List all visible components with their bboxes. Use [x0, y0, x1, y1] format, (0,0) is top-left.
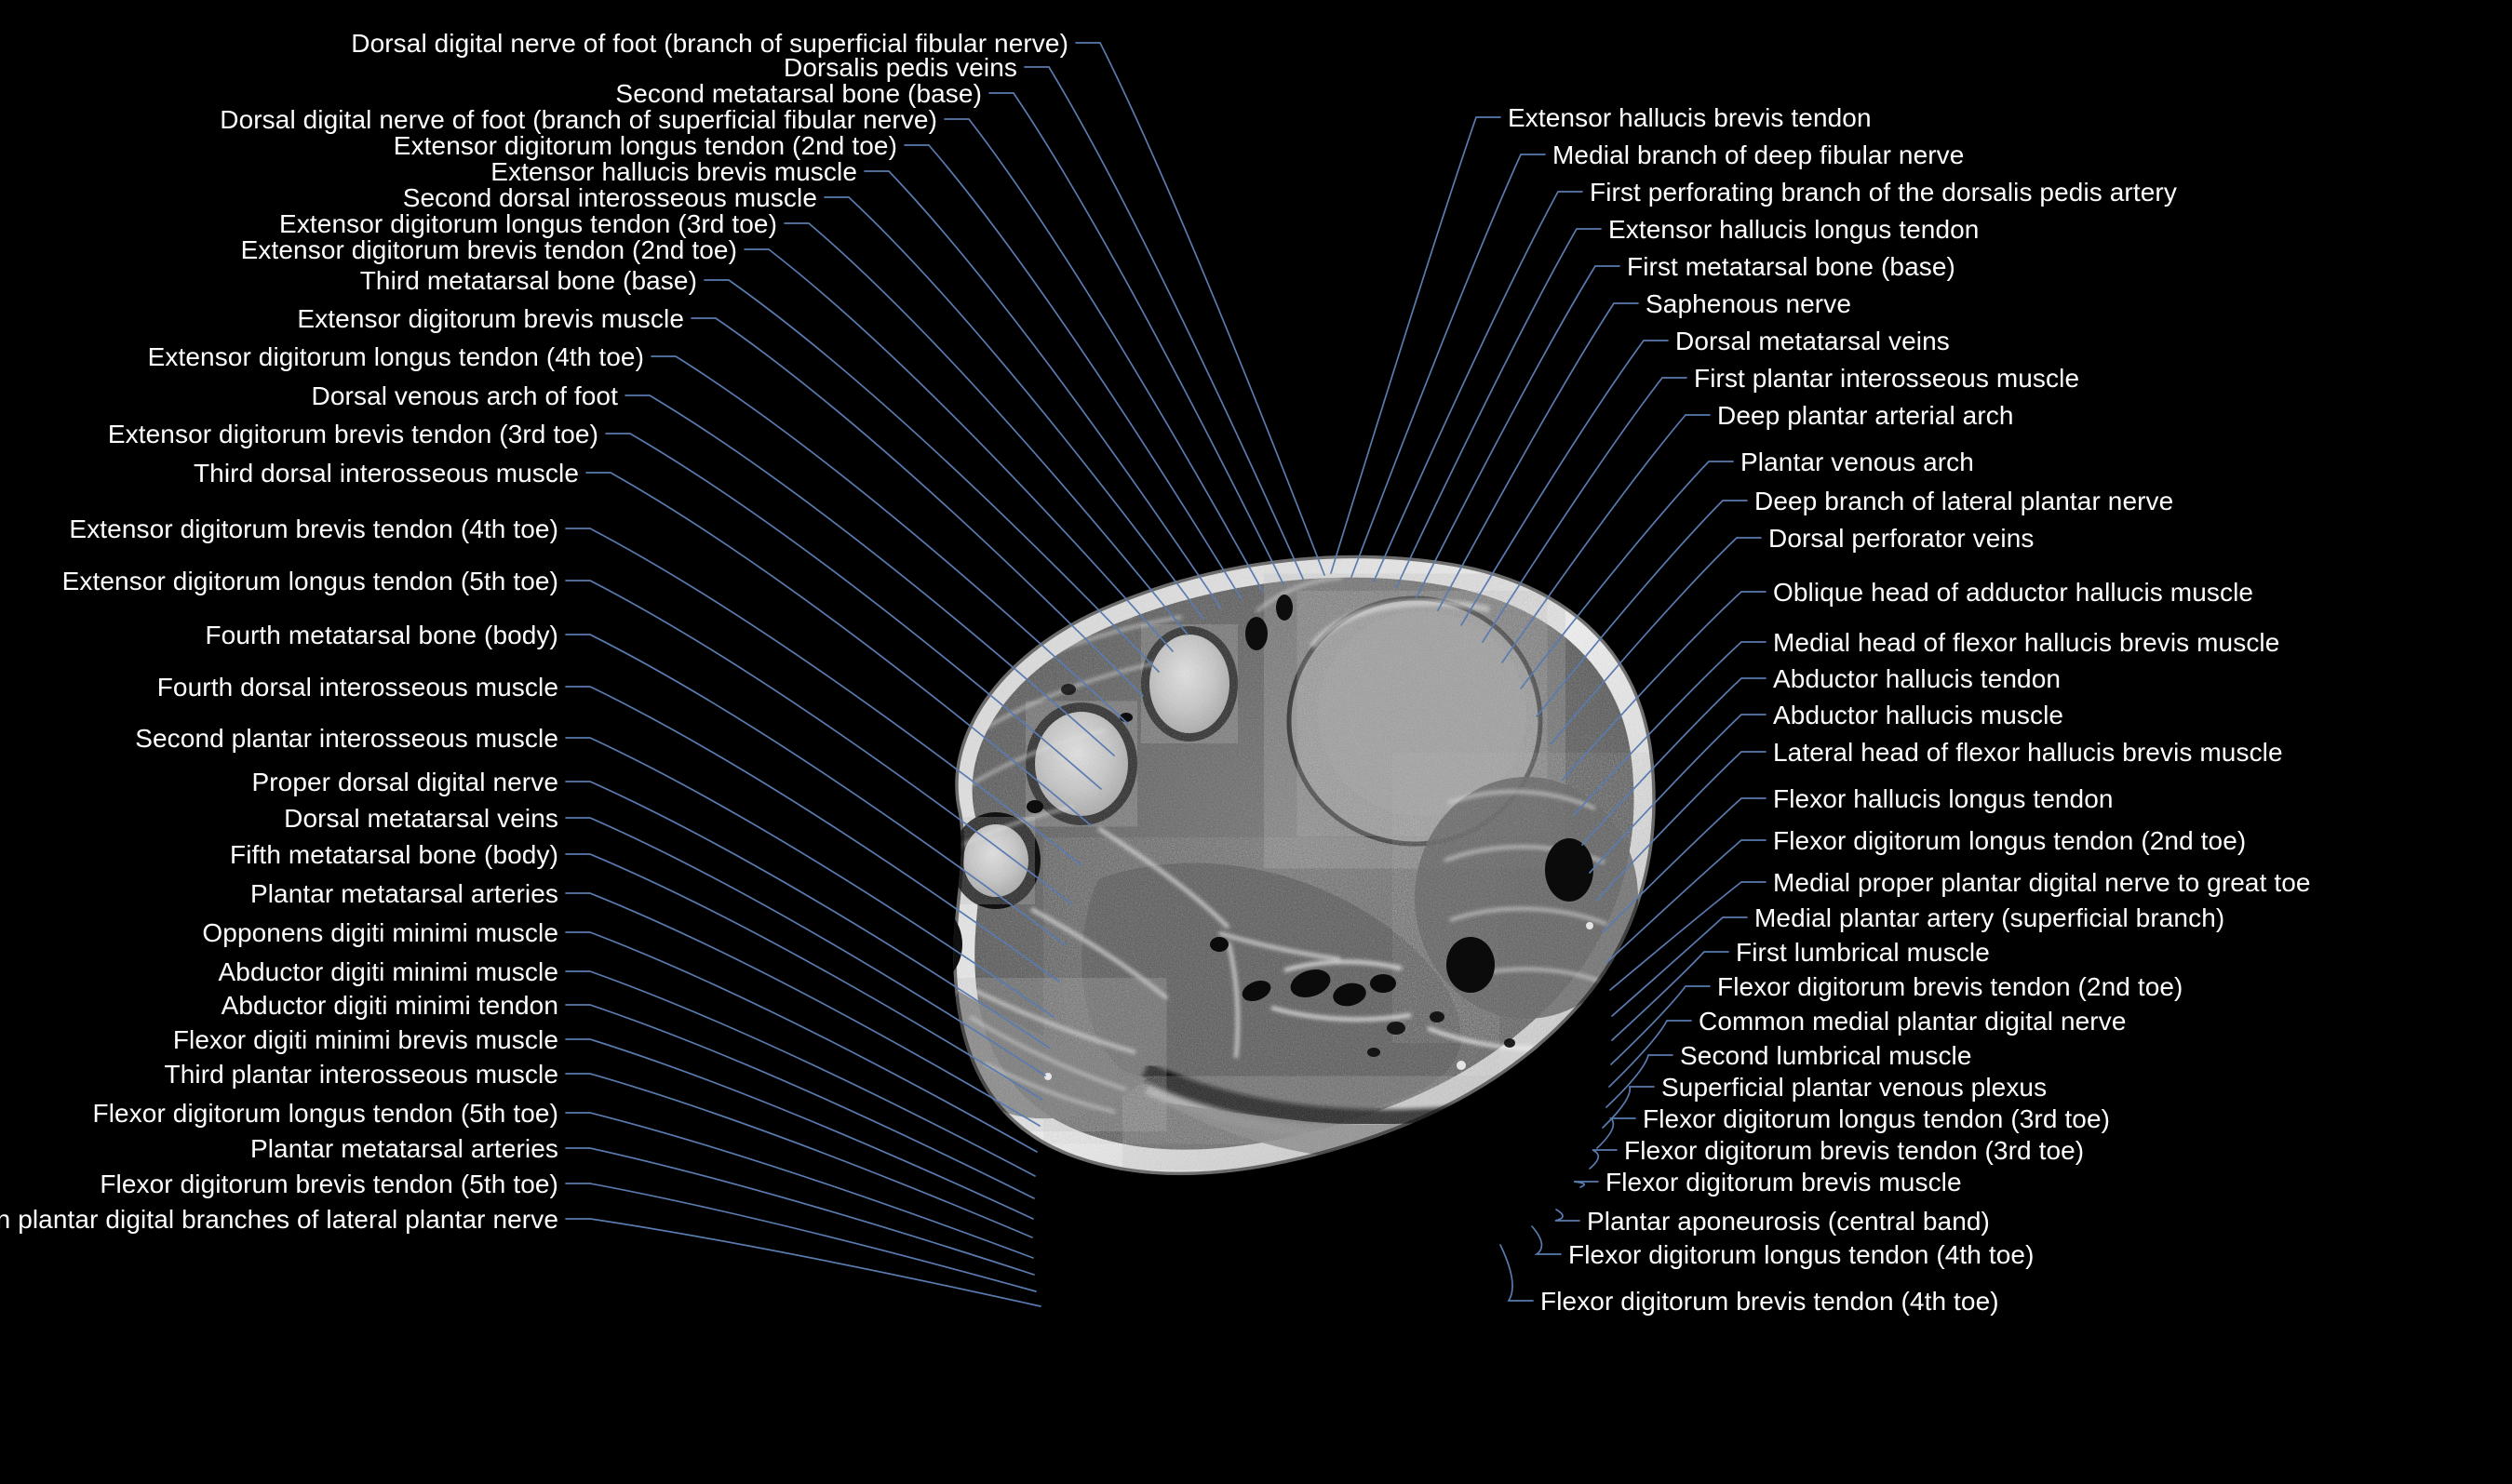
label-extensor-hallucis-brevis-muscle: Extensor hallucis brevis muscle	[490, 157, 857, 186]
label-deep-branch-of-lateral-plantar-nerve: Deep branch of lateral plantar nerve	[1754, 487, 2174, 515]
label-plantar-venous-arch: Plantar venous arch	[1740, 448, 1974, 476]
label-extensor-digitorum-brevis-tendon-2nd-toe: Extensor digitorum brevis tendon (2nd to…	[240, 235, 737, 264]
label-fourth-metatarsal-bone-body: Fourth metatarsal bone (body)	[205, 621, 558, 649]
label-medial-branch-of-deep-fibular-nerve: Medial branch of deep fibular nerve	[1552, 140, 1965, 169]
label-plantar-aponeurosis-central-band: Plantar aponeurosis (central band)	[1587, 1207, 1990, 1236]
label-extensor-digitorum-brevis-muscle: Extensor digitorum brevis muscle	[297, 304, 684, 333]
leader-line	[1024, 66, 1304, 580]
label-extensor-digitorum-longus-tendon-3rd-toe: Extensor digitorum longus tendon (3rd to…	[279, 209, 777, 238]
label-third-plantar-interosseous-muscle: Third plantar interosseous muscle	[164, 1060, 558, 1089]
label-dorsal-metatarsal-veins: Dorsal metatarsal veins	[284, 804, 558, 833]
label-dorsal-venous-arch-of-foot: Dorsal venous arch of foot	[311, 381, 618, 410]
label-abductor-digiti-minimi-muscle: Abductor digiti minimi muscle	[218, 957, 558, 986]
label-first-lumbrical-muscle: First lumbrical muscle	[1736, 938, 1990, 967]
label-dorsal-perforator-veins: Dorsal perforator veins	[1768, 524, 2035, 553]
label-proper-dorsal-digital-nerve: Proper dorsal digital nerve	[251, 768, 558, 796]
label-dorsal-metatarsal-veins: Dorsal metatarsal veins	[1675, 327, 1950, 355]
label-first-metatarsal-bone-base: First metatarsal bone (base)	[1627, 252, 1955, 281]
label-medial-plantar-artery-superficial-branch: Medial plantar artery (superficial branc…	[1754, 903, 2225, 932]
leader-line	[1330, 116, 1501, 574]
label-dorsal-digital-nerve-of-foot-branch-of-superficial-fibular-n: Dorsal digital nerve of foot (branch of …	[220, 105, 937, 134]
label-second-metatarsal-bone-base: Second metatarsal bone (base)	[615, 79, 982, 108]
label-third-dorsal-interosseous-muscle: Third dorsal interosseous muscle	[193, 459, 579, 488]
label-extensor-digitorum-longus-tendon-2nd-toe: Extensor digitorum longus tendon (2nd to…	[393, 131, 897, 160]
label-extensor-digitorum-longus-tendon-4th-toe: Extensor digitorum longus tendon (4th to…	[147, 342, 644, 371]
label-flexor-hallucis-longus-tendon: Flexor hallucis longus tendon	[1773, 784, 2114, 813]
label-medial-proper-plantar-digital-nerve-to-great-toe: Medial proper plantar digital nerve to g…	[1773, 868, 2311, 897]
label-flexor-digiti-minimi-brevis-muscle: Flexor digiti minimi brevis muscle	[172, 1025, 558, 1054]
label-fifth-metatarsal-bone-body: Fifth metatarsal bone (body)	[230, 840, 558, 869]
label-abductor-hallucis-muscle: Abductor hallucis muscle	[1773, 701, 2064, 729]
label-dorsal-digital-nerve-of-foot-branch-of-superficial-fibular-n: Dorsal digital nerve of foot (branch of …	[351, 29, 1068, 58]
label-opponens-digiti-minimi-muscle: Opponens digiti minimi muscle	[202, 918, 558, 947]
label-extensor-digitorum-brevis-tendon-4th-toe: Extensor digitorum brevis tendon (4th to…	[69, 515, 558, 543]
label-dorsalis-pedis-veins: Dorsalis pedis veins	[784, 53, 1017, 82]
label-deep-plantar-arterial-arch: Deep plantar arterial arch	[1717, 401, 2014, 430]
leader-line	[1075, 42, 1325, 576]
label-flexor-digitorum-longus-tendon-4th-toe: Flexor digitorum longus tendon (4th toe)	[1568, 1240, 2035, 1269]
label-second-dorsal-interosseous-muscle: Second dorsal interosseous muscle	[402, 183, 817, 212]
label-extensor-hallucis-longus-tendon: Extensor hallucis longus tendon	[1608, 215, 1980, 244]
label-third-metatarsal-bone-base: Third metatarsal bone (base)	[359, 266, 697, 295]
label-second-lumbrical-muscle: Second lumbrical muscle	[1680, 1041, 1972, 1070]
label-common-plantar-digital-branches-of-lateral-plantar-nerve: Common plantar digital branches of later…	[0, 1205, 558, 1234]
label-medial-head-of-flexor-hallucis-brevis-muscle: Medial head of flexor hallucis brevis mu…	[1773, 628, 2280, 657]
label-fourth-dorsal-interosseous-muscle: Fourth dorsal interosseous muscle	[156, 673, 558, 702]
label-extensor-digitorum-brevis-tendon-3rd-toe: Extensor digitorum brevis tendon (3rd to…	[107, 420, 598, 448]
label-first-plantar-interosseous-muscle: First plantar interosseous muscle	[1694, 364, 2080, 393]
label-lateral-head-of-flexor-hallucis-brevis-muscle: Lateral head of flexor hallucis brevis m…	[1773, 738, 2283, 767]
label-flexor-digitorum-brevis-tendon-2nd-toe: Flexor digitorum brevis tendon (2nd toe)	[1717, 972, 2183, 1001]
label-second-plantar-interosseous-muscle: Second plantar interosseous muscle	[135, 724, 558, 753]
leader-line	[1499, 1244, 1534, 1302]
label-flexor-digitorum-brevis-tendon-3rd-toe: Flexor digitorum brevis tendon (3rd toe)	[1624, 1136, 2085, 1165]
label-common-medial-plantar-digital-nerve: Common medial plantar digital nerve	[1699, 1007, 2127, 1036]
label-flexor-digitorum-longus-tendon-5th-toe: Flexor digitorum longus tendon (5th toe)	[92, 1099, 558, 1128]
label-flexor-digitorum-brevis-tendon-4th-toe: Flexor digitorum brevis tendon (4th toe)	[1540, 1287, 1999, 1316]
label-plantar-metatarsal-arteries: Plantar metatarsal arteries	[249, 879, 558, 908]
label-superficial-plantar-venous-plexus: Superficial plantar venous plexus	[1661, 1073, 2048, 1102]
label-first-perforating-branch-of-the-dorsalis-pedis-artery: First perforating branch of the dorsalis…	[1590, 178, 2177, 207]
label-flexor-digitorum-longus-tendon-2nd-toe: Flexor digitorum longus tendon (2nd toe)	[1773, 826, 2247, 855]
label-abductor-hallucis-tendon: Abductor hallucis tendon	[1773, 664, 2062, 693]
label-flexor-digitorum-brevis-tendon-5th-toe: Flexor digitorum brevis tendon (5th toe)	[100, 1170, 558, 1198]
label-extensor-digitorum-longus-tendon-5th-toe: Extensor digitorum longus tendon (5th to…	[61, 567, 558, 595]
label-extensor-hallucis-brevis-tendon: Extensor hallucis brevis tendon	[1508, 103, 1872, 132]
label-abductor-digiti-minimi-tendon: Abductor digiti minimi tendon	[221, 991, 558, 1020]
label-oblique-head-of-adductor-hallucis-muscle: Oblique head of adductor hallucis muscle	[1773, 578, 2254, 607]
label-saphenous-nerve: Saphenous nerve	[1646, 289, 1852, 318]
foot-mri-image	[819, 507, 1685, 1233]
label-flexor-digitorum-brevis-muscle: Flexor digitorum brevis muscle	[1605, 1168, 1962, 1197]
label-flexor-digitorum-longus-tendon-3rd-toe: Flexor digitorum longus tendon (3rd toe)	[1643, 1104, 2111, 1133]
label-plantar-metatarsal-arteries: Plantar metatarsal arteries	[249, 1134, 558, 1163]
